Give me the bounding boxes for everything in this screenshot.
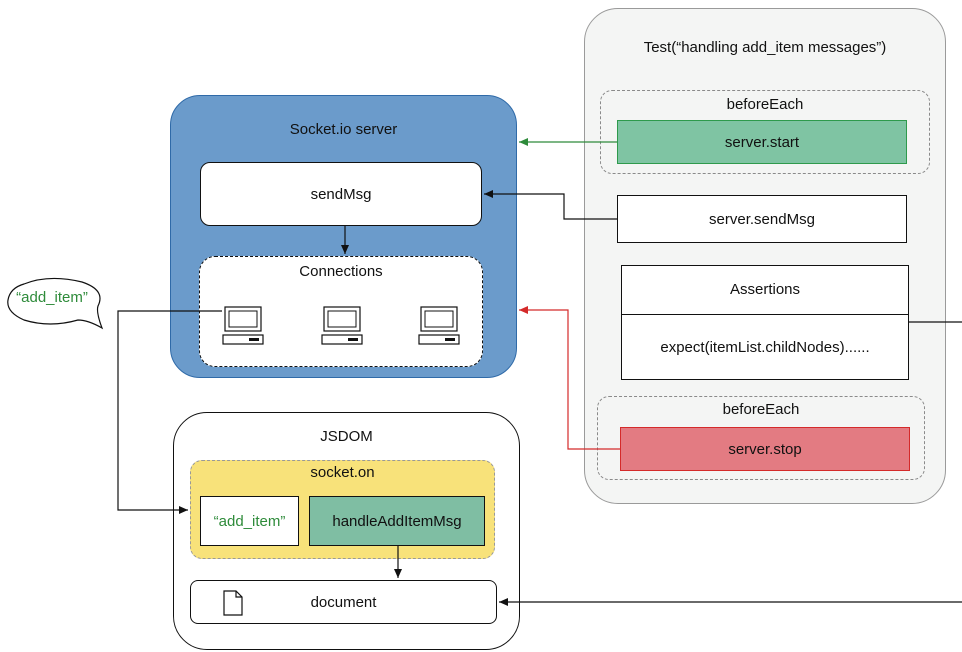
socket-on-label: socket.on: [310, 464, 375, 481]
assertions-box: [621, 265, 909, 380]
add-item-event: “add_item”: [200, 496, 299, 546]
before-each-top: [600, 90, 930, 174]
speech-bubble: [4, 276, 110, 340]
computer-icon: [418, 306, 460, 346]
connections-label: Connections: [299, 263, 383, 280]
send-msg-box: sendMsg: [200, 162, 482, 226]
speech-bubble-text: “add_item”: [16, 289, 88, 306]
assertions-header: Assertions: [621, 265, 909, 315]
socket-io-server-title: Socket.io server: [289, 121, 398, 138]
server-start-step: server.start: [617, 120, 907, 164]
send-msg-arrow: [484, 190, 617, 220]
before-each-bottom: [597, 396, 925, 480]
server-send-msg-step: server.sendMsg: [617, 195, 907, 243]
assertions-body: expect(itemList.childNodes)......: [660, 339, 870, 356]
handle-add-item-msg: handleAddItemMsg: [309, 496, 485, 546]
test-panel-title: Test(“handling add_item messages”): [643, 39, 887, 56]
computer-icon: [321, 306, 363, 346]
computer-icon: [222, 306, 264, 346]
stop-arrow: [519, 306, 620, 450]
server-stop-step: server.stop: [620, 427, 910, 471]
before-each-top-label: beforeEach: [726, 96, 804, 113]
jsdom-title: JSDOM: [320, 428, 373, 445]
before-each-bottom-label: beforeEach: [722, 401, 800, 418]
message-arrow: [117, 310, 222, 514]
document-icon: [222, 589, 244, 617]
